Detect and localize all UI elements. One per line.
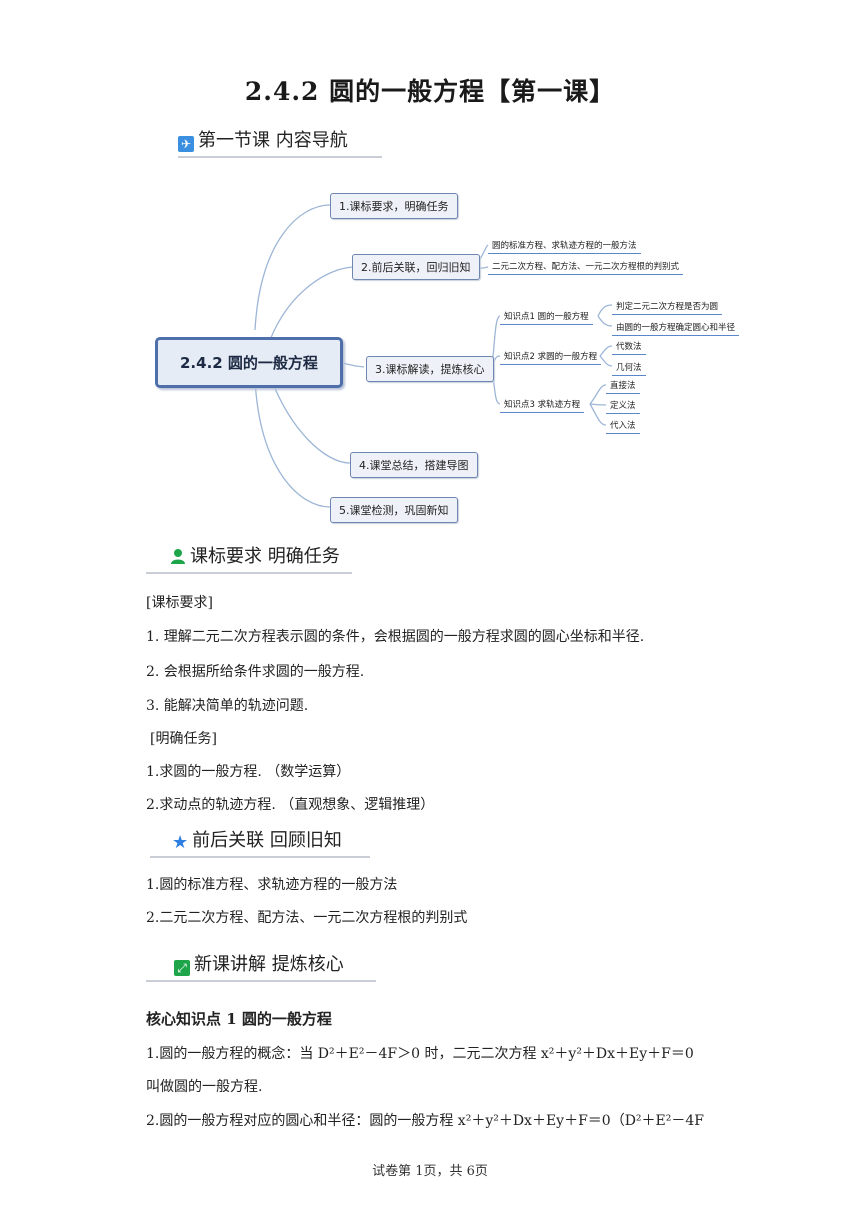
- kp3-leaf: 直接法: [606, 379, 640, 394]
- core-paragraph: 2.圆的一般方程对应的圆心和半径：圆的一般方程 x²＋y²＋Dx＋Ey＋F＝0（…: [146, 1113, 704, 1129]
- branch-3: 3.课标解读，提炼核心: [366, 356, 494, 382]
- kp1-leaf: 由圆的一般方程确定圆心和半径: [612, 321, 740, 336]
- page-title: 2.4.2 圆的一般方程【第一课】: [244, 77, 616, 106]
- divider: [178, 156, 382, 158]
- section-title: 第一节课 内容导航: [198, 130, 348, 151]
- kp1-leaf: 判定二元二次方程是否为圆: [612, 300, 723, 315]
- mind-map-root: 2.4.2 圆的一般方程: [155, 337, 343, 388]
- plane-icon: ✈: [178, 136, 194, 152]
- section-title: 新课讲解 提炼核心: [194, 954, 344, 975]
- user-icon: [170, 548, 186, 564]
- divider: [150, 856, 370, 858]
- prev-item: 2.二元二次方程、配方法、一元二次方程根的判别式: [146, 910, 468, 926]
- core-paragraph: 1.圆的一般方程的概念：当 D²＋E²－4F＞0 时，二元二次方程 x²＋y²＋…: [146, 1046, 694, 1062]
- kp2-leaf: 几何法: [612, 361, 646, 376]
- section-header-nav: ✈第一节课 内容导航: [178, 126, 382, 160]
- branch-2-leaf: 二元二次方程、配方法、一元二次方程根的判别式: [488, 260, 684, 275]
- task-item: 2.求动点的轨迹方程. （直观想象、逻辑推理）: [146, 797, 435, 813]
- expand-icon: ⤢: [174, 960, 190, 976]
- prev-item: 1.圆的标准方程、求轨迹方程的一般方法: [146, 877, 398, 893]
- req-item: 1. 理解二元二次方程表示圆的条件，会根据圆的一般方程求圆的圆心坐标和半径.: [146, 629, 645, 645]
- knowledge-point-1: 知识点1 圆的一般方程: [500, 310, 593, 325]
- section-header-new: ⤢新课讲解 提炼核心: [146, 950, 376, 984]
- divider: [146, 980, 376, 982]
- task-item: 1.求圆的一般方程. （数学运算）: [146, 764, 351, 780]
- branch-2-leaf: 圆的标准方程、求轨迹方程的一般方法: [488, 239, 641, 254]
- knowledge-point-2: 知识点2 求圆的一般方程: [500, 350, 602, 365]
- divider: [146, 572, 352, 574]
- req-item: 2. 会根据所给条件求圆的一般方程.: [146, 664, 365, 680]
- branch-2: 2.前后关联，回归旧知: [352, 254, 480, 280]
- req-label: [课标要求]: [146, 595, 213, 611]
- kp3-leaf: 定义法: [606, 399, 640, 414]
- kp2-leaf: 代数法: [612, 340, 646, 355]
- mind-map: 2.4.2 圆的一般方程 1.课标要求，明确任务 2.前后关联，回归旧知 3.课…: [150, 180, 750, 525]
- star-icon: ★: [172, 832, 189, 853]
- branch-5: 5.课堂检测，巩固新知: [330, 497, 458, 523]
- branch-1: 1.课标要求，明确任务: [330, 193, 458, 219]
- kp3-leaf: 代入法: [606, 419, 640, 434]
- section-header-requirements: 课标要求 明确任务: [146, 542, 376, 576]
- section-title: 前后关联 回顾旧知: [192, 830, 342, 851]
- page-footer: 试卷第 1页，共 6页: [372, 1164, 488, 1179]
- section-title: 课标要求 明确任务: [190, 546, 340, 567]
- task-label: [明确任务]: [150, 731, 217, 747]
- core-heading: 核心知识点 1 圆的一般方程: [146, 1010, 332, 1028]
- branch-4: 4.课堂总结，搭建导图: [350, 452, 478, 478]
- core-paragraph: 叫做圆的一般方程.: [146, 1079, 263, 1095]
- knowledge-point-3: 知识点3 求轨迹方程: [500, 398, 585, 413]
- req-item: 3. 能解决简单的轨迹问题.: [146, 698, 309, 714]
- section-header-previous: ★前后关联 回顾旧知: [150, 826, 370, 860]
